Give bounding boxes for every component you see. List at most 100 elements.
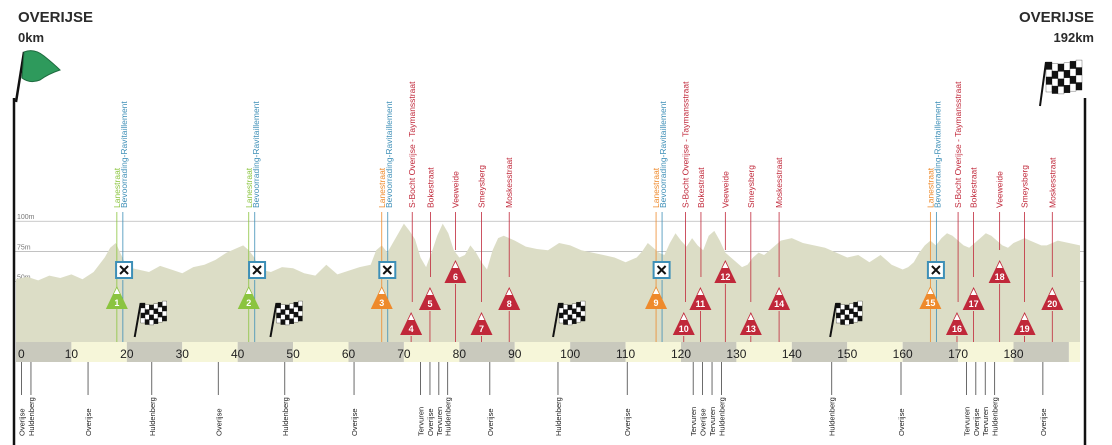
flag-square [1063,70,1071,79]
climb-peak [747,314,754,320]
flag-square [836,307,841,314]
climb-label: Veeweide [450,171,460,208]
town-label: Huldenberg [281,397,290,436]
flag-square [836,312,841,319]
climb-peak [408,314,415,320]
finish-flag-icon [1039,59,1083,107]
town-label: Tervuren [981,407,990,436]
fork-knife-icon [656,265,667,275]
flag-square [844,319,850,326]
climb-label: Moskesstraat [1047,157,1057,208]
flag-square [853,306,858,313]
flag-square [1069,83,1077,92]
flag-square [162,315,167,322]
flag-square [144,314,150,320]
climb-label: Smeysberg [1020,165,1030,208]
flag-square [149,314,154,321]
feed-station-label: Bevoorrading-Ravitaillement [932,101,942,208]
flag-square [1063,62,1071,71]
x-tick-label: 130 [726,347,746,361]
km-band-segment [736,342,792,362]
x-tick-label: 90 [508,347,522,361]
town-label: Overijse [84,408,93,436]
flag-square [289,303,294,310]
flag-pole [133,302,142,338]
climb-triangle [988,260,1011,283]
feed-zone-triangle [237,286,260,309]
flag-square [576,301,581,308]
start-flag-icon [14,50,61,103]
flag-square [1057,86,1065,95]
flag-square [1045,69,1053,78]
km-band-segment [902,342,959,362]
town-label: Overijse [350,408,359,436]
flag-square [571,303,577,310]
climb-label: Bokestraat [696,167,706,208]
town-label: Overijse [699,408,708,436]
gridline-label: 100m [17,214,35,221]
flag-square [558,312,564,319]
town-label: Huldenberg [717,397,726,436]
x-tick-label: 40 [231,347,245,361]
flag-square [149,309,154,316]
flag-square [580,315,586,322]
climb-peak [697,289,704,295]
flag-square [157,316,163,323]
x-tick-label: 150 [837,347,857,361]
feed-zone-triangle [645,286,668,309]
feed-station-label: Bevoorrading-Ravitaillement [384,101,394,208]
town-label: Tervuren [435,407,444,436]
town-label: Huldenberg [554,397,563,436]
town-label: Overijse [214,408,223,436]
km-band-segment [1013,342,1069,362]
town-label: Overijse [486,408,495,436]
town-label: Tervuren [962,407,971,436]
town-label: Huldenberg [828,397,837,436]
flag-square [144,309,150,315]
x-tick-label: 10 [65,347,79,361]
feed-zone-number: 1 [114,298,119,308]
flag-pole [829,302,838,338]
climb-peak [1049,289,1056,295]
flag-square [153,308,159,315]
flag-square [849,313,854,320]
flag-square [563,309,568,315]
flag-square [149,319,154,326]
passage-flag-icon [552,300,586,338]
flag-square [162,310,167,317]
flag-square [1069,60,1077,69]
x-tick-label: 140 [782,347,802,361]
flag-square [576,316,581,323]
feed-station-label: Bevoorrading-Ravitaillement [119,101,129,208]
flag-pole [552,302,561,338]
climb-peak [996,262,1003,268]
km-band-segment [126,342,183,362]
climb-label: Bokestraat [426,167,436,208]
climb-number: 12 [720,272,730,282]
flag-square [836,317,841,324]
climb-number: 16 [952,324,962,334]
feed-zone-triangle [105,286,128,309]
flag-square [1051,63,1059,72]
flag-square [849,303,854,310]
flag-square [580,310,586,317]
flag-square [844,309,850,316]
flag-square [157,301,163,308]
town-label: Huldenberg [991,397,1000,436]
town-label: Huldenberg [444,397,453,436]
flag-square [280,314,286,320]
flag-square [853,316,858,323]
flag-square [297,315,303,322]
km-band-segment [958,342,1014,362]
flag-square [844,304,850,311]
start-distance: 0km [18,30,45,45]
climb-label: Smeysberg [746,165,756,208]
flag-square [293,316,299,323]
x-tick-label: 170 [948,347,968,361]
climb-triangle [945,312,968,335]
flag-square [284,314,290,321]
flag-square [563,319,568,325]
flag-square [276,307,281,314]
climb-triangle [739,312,762,335]
feed-zone-number: 15 [925,298,935,308]
